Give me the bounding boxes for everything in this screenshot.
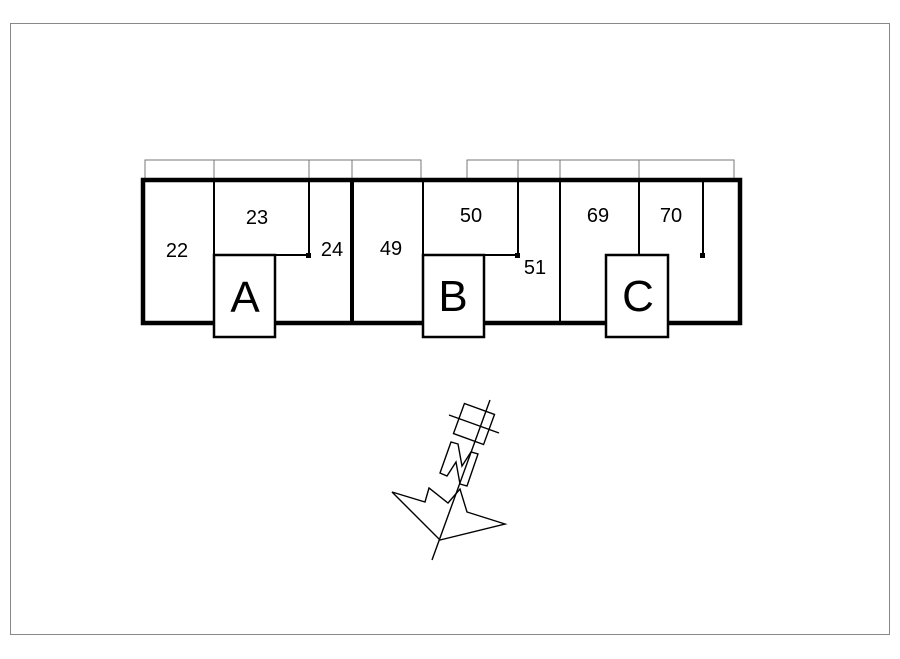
block-A: A [212,253,277,339]
block-label-B: B [438,272,467,321]
north-arrow-icon [391,399,508,561]
room-label-51: 51 [524,257,546,279]
room-label-50: 50 [460,205,482,227]
room-label-24: 24 [321,239,343,261]
room-label-22: 22 [166,240,188,262]
wall-end-markers [306,253,705,258]
page-frame [10,23,890,635]
room-label-49: 49 [380,238,402,260]
block-label-A: A [230,273,260,322]
upper-outline [144,159,735,180]
block-C: C [604,253,670,339]
room-label-23: 23 [246,207,268,229]
block-B: B [421,253,486,339]
room-label-70: 70 [660,205,682,227]
room-label-69: 69 [587,205,609,227]
block-label-C: C [622,272,654,321]
